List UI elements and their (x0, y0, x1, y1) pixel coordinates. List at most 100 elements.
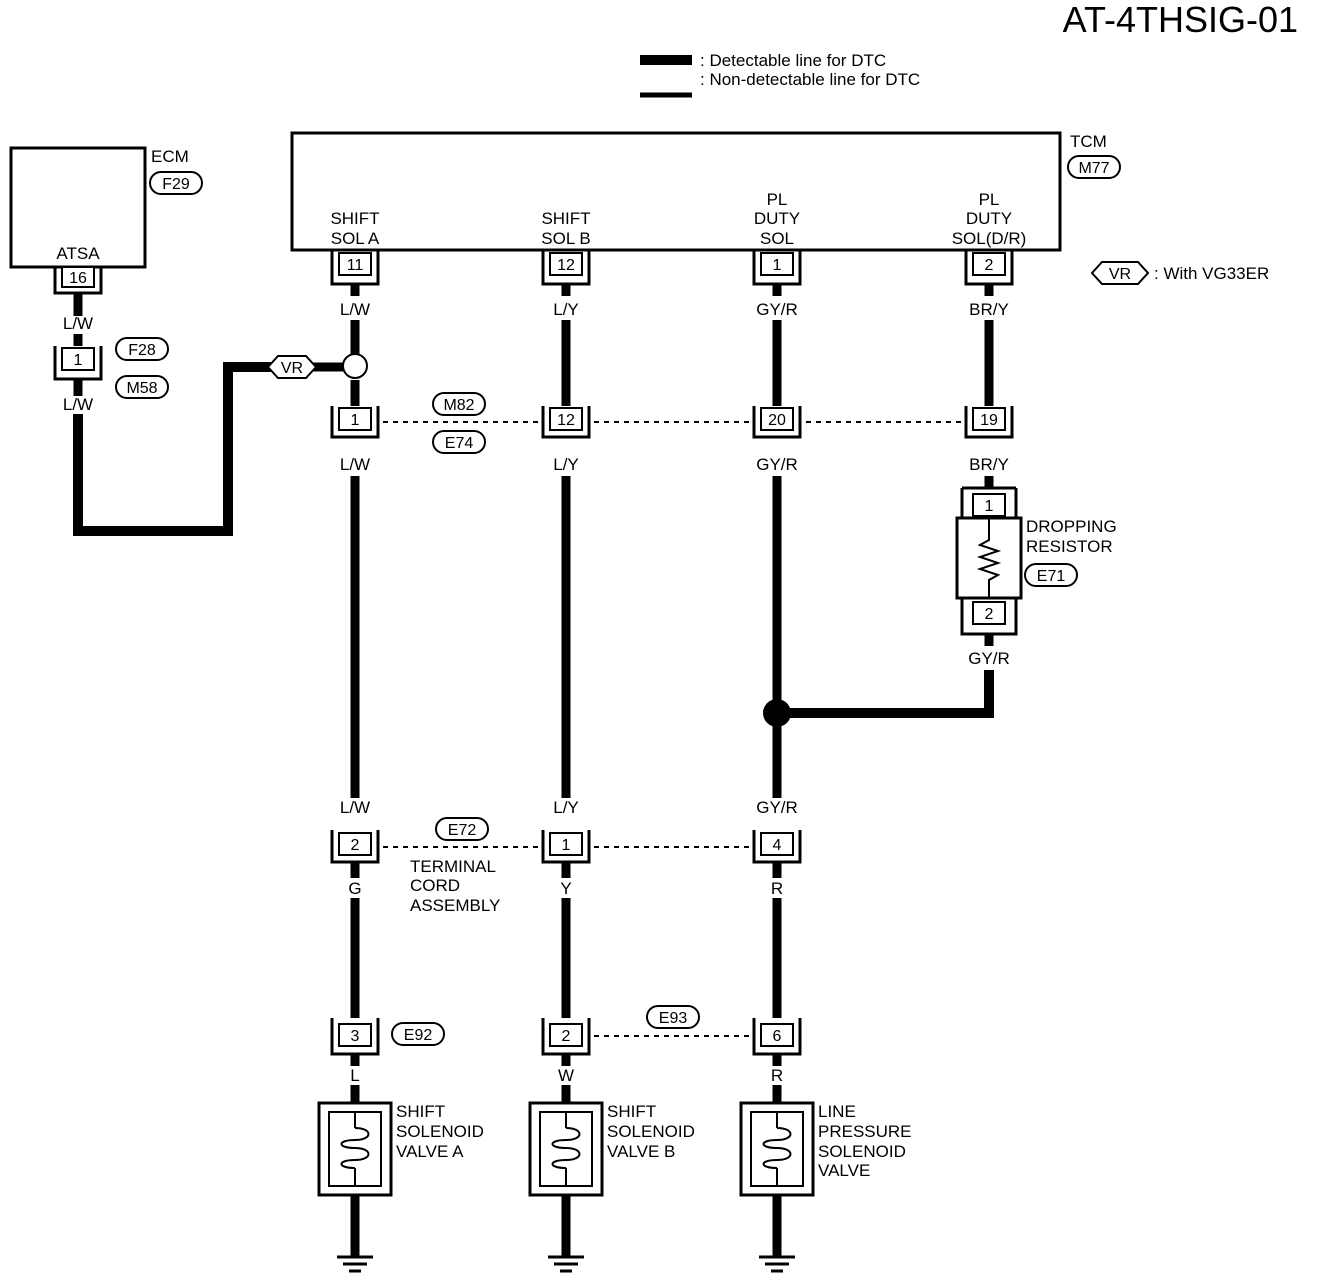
tcm-terminal-2-line2: DUTY (754, 209, 800, 228)
e92-pin (330, 1018, 380, 1056)
solenoid-b-coil-icon (551, 1127, 581, 1169)
resistor-label-line1: DROPPING (1026, 517, 1117, 536)
e93-badge (646, 1005, 700, 1029)
wire-d-to-splice (777, 670, 994, 718)
m82-pin-a (330, 406, 380, 439)
resistor-bottom-bracket (960, 598, 1018, 636)
e72-wire-below-a: G (348, 879, 361, 898)
ecm-pin-16 (53, 266, 103, 295)
m82-pin-d (964, 406, 1014, 439)
e92-pin-number: 3 (351, 1028, 360, 1045)
ground-a-icon (337, 1255, 373, 1273)
tcm: TCM M77 SHIFT SOL A SHIFT SOL B PL DUTY … (290, 131, 1121, 252)
tcm-box (290, 131, 1062, 252)
e72-badge (435, 817, 489, 841)
legend-non-detectable-text: : Non-detectable line for DTC (700, 70, 920, 89)
vr-note-text: : With VG33ER (1154, 264, 1269, 283)
pin-numbers: 16 1 11 12 1 2 1 12 20 19 2 1 4 3 2 6 (69, 257, 998, 1045)
f28-badge-text: F28 (128, 342, 156, 359)
solenoid-a-label-line1: SHIFT (396, 1102, 445, 1121)
dropping-resistor: 1 2 DROPPING RESISTOR (955, 486, 1117, 636)
m82-wire-c: GY/R (756, 455, 798, 474)
joint-splice (763, 699, 791, 727)
vr-wire-tag: VR (266, 355, 318, 379)
solenoid-b-label-line3: VALVE B (607, 1142, 675, 1161)
terminal-cord-label: TERMINAL CORD ASSEMBLY (410, 857, 500, 915)
terminal-cord-line3: ASSEMBLY (410, 896, 500, 915)
solenoid-c-coil-icon (762, 1127, 792, 1169)
solenoid-a-coil-icon (340, 1127, 370, 1169)
e72-pin-number-b: 1 (562, 837, 571, 854)
solenoid-c: LINE PRESSURE SOLENOID VALVE (739, 1101, 912, 1197)
e72-wire-below-c: R (771, 879, 783, 898)
solenoid-c-label-line2: PRESSURE (818, 1122, 912, 1141)
tcm-connector-badge (1067, 155, 1121, 179)
tcm-pin-number-b: 12 (557, 257, 575, 274)
tcm-pin-a (330, 250, 380, 286)
wire-labels: L/W L/W L/W L/Y GY/R BR/Y L/W L/Y GY/R B… (63, 300, 1010, 1085)
legend-detectable-text: : Detectable line for DTC (700, 51, 886, 70)
inline-f28-pin (53, 346, 103, 381)
resistor-bottom-pin (972, 601, 1006, 625)
ecm-connector-text: F29 (162, 176, 190, 193)
ecm-wire-lower: L/W (63, 395, 93, 414)
m82-badge-text: M82 (443, 397, 474, 414)
tcm-pin-number-d: 2 (985, 257, 994, 274)
e71-badge (1024, 563, 1078, 587)
diagram-id: AT-4THSIG-01 (1063, 0, 1298, 40)
tcm-pin-number-a: 11 (347, 257, 364, 274)
tcm-terminal-3-line2: DUTY (966, 209, 1012, 228)
ground-c-icon (759, 1255, 795, 1273)
e72-wire-above-b: L/Y (553, 798, 579, 817)
ecm-wire-upper: L/W (63, 314, 93, 333)
bottom-wire-a: L (350, 1066, 359, 1085)
m82-pin-number-a: 1 (351, 412, 360, 429)
resistor-zigzag (976, 518, 1002, 598)
tcm-terminal-2-line3: SOL (760, 229, 794, 248)
terminal-cord-line1: TERMINAL (410, 857, 496, 876)
solenoid-a-label-line2: SOLENOID (396, 1122, 484, 1141)
solenoid-c-label-line4: VALVE (818, 1161, 870, 1180)
tcm-terminal-3-line1: PL (979, 190, 1000, 209)
solenoid-c-label-line3: SOLENOID (818, 1142, 906, 1161)
tcm-terminal-3-line3: SOL(D/R) (952, 229, 1027, 248)
e93-pin-number-c: 6 (773, 1028, 782, 1045)
legend: : Detectable line for DTC : Non-detectab… (640, 51, 920, 98)
solenoid-a-label-line3: VALVE A (396, 1142, 464, 1161)
ecm-connector-badge (149, 171, 203, 195)
e72-pin-number-c: 4 (773, 837, 782, 854)
e72-badge-text: E72 (448, 822, 477, 839)
solenoid-c-label-line1: LINE (818, 1102, 856, 1121)
m82-badge (432, 392, 486, 416)
m82-wire-d: BR/Y (969, 455, 1009, 474)
e93-pin-number-b: 2 (562, 1028, 571, 1045)
solenoid-b: SHIFT SOLENOID VALVE B (528, 1101, 695, 1197)
e93-pin-c (752, 1018, 802, 1056)
resistor-bottom-pin-number: 2 (985, 606, 994, 623)
m82-wire-b: L/Y (553, 455, 579, 474)
tcm-name: TCM (1070, 132, 1107, 151)
resistor-top-bracket (960, 488, 1018, 518)
dashed-lines (383, 421, 962, 1037)
tcm-pin-c (752, 250, 802, 286)
ecm-name: ECM (151, 147, 189, 166)
e74-badge-text: E74 (445, 435, 474, 452)
resistor-top-pin (972, 493, 1006, 517)
e72-pin-a (330, 830, 380, 864)
tcm-pin-number-c: 1 (773, 257, 782, 274)
ecm: ATSA ECM F29 (9, 146, 203, 269)
tcm-wire-b: L/Y (553, 300, 579, 319)
e72-pin-c (752, 830, 802, 864)
bottom-wire-c: R (771, 1066, 783, 1085)
vr-note: VR : With VG33ER (1090, 261, 1269, 285)
resistor-label-line2: RESISTOR (1026, 537, 1113, 556)
pins-upper (53, 250, 1014, 1056)
e71-badge-text: E71 (1037, 568, 1066, 585)
vr-note-tag-text: VR (1109, 266, 1131, 283)
m82-wire-a: L/W (340, 455, 370, 474)
solenoid-b-label-line2: SOLENOID (607, 1122, 695, 1141)
e74-badge (432, 430, 486, 454)
bottom-wire-b: W (558, 1066, 574, 1085)
m58-badge-text: M58 (126, 380, 157, 397)
m58-badge (115, 375, 169, 399)
